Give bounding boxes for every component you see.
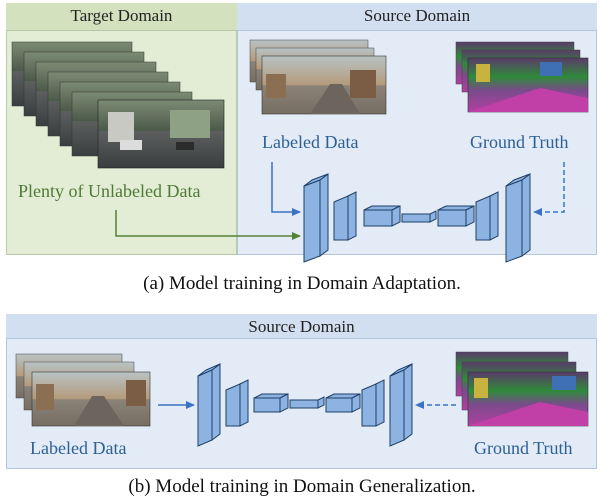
gen-ground-truth-label: Ground Truth (474, 438, 573, 458)
generalization-header-band (6, 314, 597, 339)
caption-a: (a) Model training in Domain Adaptation. (143, 273, 461, 294)
generalization-source-header: Source Domain (248, 317, 355, 336)
unlabeled-image-stack (11, 41, 225, 169)
target-domain-header: Target Domain (70, 6, 173, 25)
network-a (303, 173, 531, 263)
labeled-image-stack-b (15, 353, 151, 427)
caption-b: (b) Model training in Domain Generalizat… (128, 476, 476, 497)
labeled-data-label: Labeled Data (262, 132, 359, 152)
gen-labeled-data-label: Labeled Data (30, 438, 127, 458)
unlabeled-data-label: Plenty of Unlabeled Data (18, 181, 201, 201)
source-header-band (237, 3, 597, 31)
target-header-band (6, 3, 237, 31)
ground-truth-label: Ground Truth (470, 132, 569, 152)
ground-truth-stack-a (455, 41, 589, 113)
labeled-image-stack-a (249, 39, 387, 115)
arrows-a (115, 162, 565, 240)
network-b (197, 363, 413, 447)
ground-truth-stack-b (455, 351, 589, 427)
source-domain-header: Source Domain (363, 6, 471, 25)
